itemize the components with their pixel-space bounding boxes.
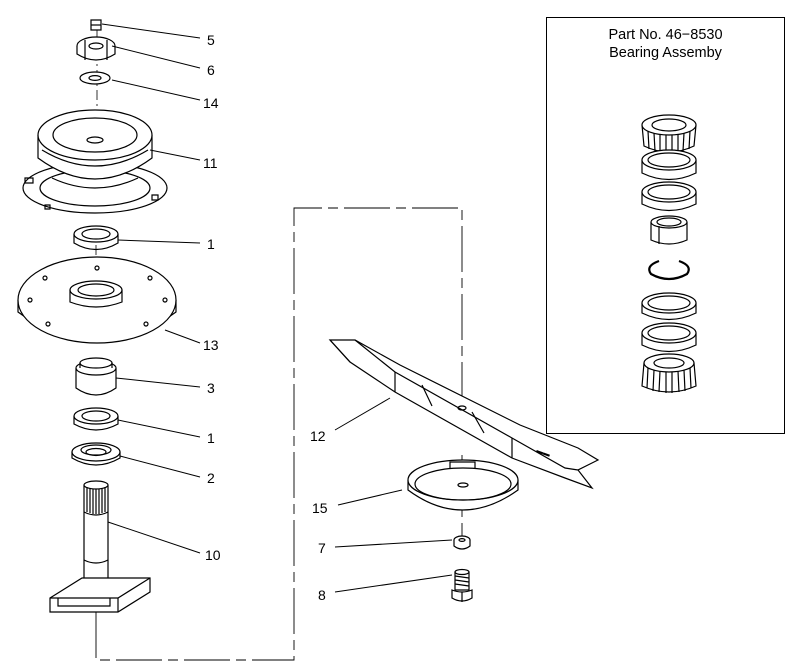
callout-2: 2 [207,470,215,486]
part-10-spindle-shaft [50,481,150,612]
part-1-lower-bearing-cup [74,408,118,430]
leader-lines [102,24,452,592]
bearing-assembly-drawing [547,18,786,435]
callout-12: 12 [310,428,326,444]
blade-stamp-mark: ▬▬ [535,447,551,458]
callout-15: 15 [312,500,328,516]
part-14-washer [80,72,110,84]
callout-8: 8 [318,587,326,603]
callout-11: 11 [203,155,218,171]
inset-bearing-cup-lower [642,293,696,320]
callout-10: 10 [205,547,221,563]
part-15-stiffener-cup [408,460,518,510]
part-5-grease-fitting [91,20,101,30]
bearing-assembly-inset: Part No. 46−8530 Bearing Assemby [546,17,785,434]
part-3-spacer [76,358,116,395]
inset-roller-cone-top [642,115,696,153]
part-6-hex-nut [77,37,115,60]
part-13-spindle-housing [18,257,176,343]
inset-bearing-cup-top [642,150,696,180]
inset-roller-cone-bottom [642,354,696,393]
callout-3: 3 [207,380,215,396]
inset-bearing-cup-bottom [642,323,696,352]
part-12-blade: ▬▬ [330,340,598,488]
part-7-lock-washer [454,536,470,549]
inset-title: Bearing Assemby [609,45,722,61]
part-2-seal [72,443,120,465]
callout-13: 13 [203,337,219,353]
callout-6: 6 [207,62,215,78]
callout-14: 14 [203,95,219,111]
callout-1-upper: 1 [207,236,215,252]
inset-spacer-sleeve [651,216,687,244]
inset-bearing-cup-mid [642,182,696,211]
inset-part-number: Part No. 46−8530 [608,27,723,43]
callout-1-lower: 1 [207,430,215,446]
callout-5: 5 [207,32,215,48]
part-11-pulley [23,110,167,213]
part-8-blade-bolt [452,570,472,603]
callout-7: 7 [318,540,326,556]
inset-snap-ring [649,261,689,279]
